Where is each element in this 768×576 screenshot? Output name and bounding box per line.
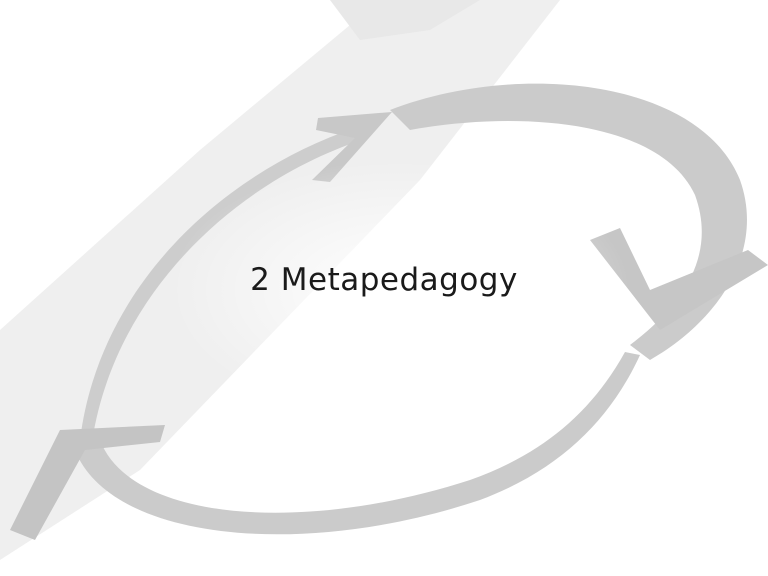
diagonal-arrow-top: [330, 0, 480, 40]
right-arrowhead: [590, 228, 768, 330]
slide-title: 2 Metapedagogy: [250, 262, 518, 298]
bottom-left-arrowhead: [10, 425, 165, 540]
bottom-arc: [75, 352, 640, 535]
right-arc: [390, 83, 747, 360]
top-arrowhead: [312, 112, 392, 182]
